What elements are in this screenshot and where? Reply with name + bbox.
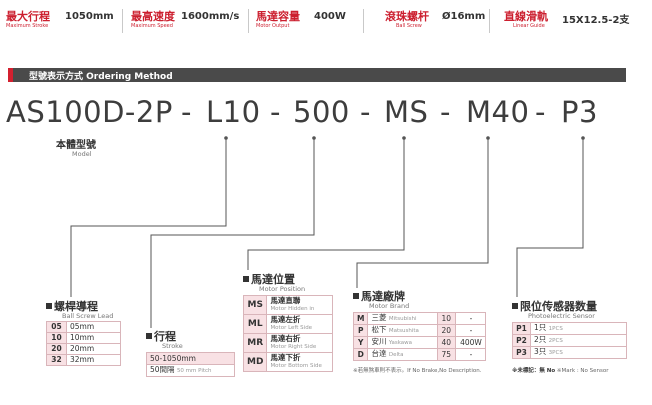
code-separator: - bbox=[440, 95, 451, 129]
body-model-label-en: Model bbox=[72, 150, 92, 158]
spec-value: Ø16mm bbox=[442, 11, 486, 22]
bullet-icon bbox=[353, 293, 359, 299]
lead-label: 螺桿導程 bbox=[46, 298, 98, 314]
motor-position-label: 馬達位置 bbox=[243, 271, 295, 287]
stroke-label: 行程 bbox=[146, 328, 176, 344]
table-row: 50-1050mm bbox=[146, 352, 235, 365]
section-title: 型號表示方式 Ordering Method bbox=[29, 72, 173, 82]
motor-brand-label-text: 馬達廠牌 bbox=[361, 290, 405, 303]
spec-label-en: Linear Guide bbox=[513, 23, 545, 29]
code-separator: - bbox=[360, 95, 371, 129]
section-header: 型號表示方式 Ordering Method bbox=[8, 68, 626, 82]
spec-label: 最大行程 bbox=[6, 10, 50, 23]
table-row: 50間隔 50 mm Pitch bbox=[146, 364, 235, 377]
spec-label: 最高速度 bbox=[131, 10, 175, 23]
sensor-label-text: 限位传感器数量 bbox=[520, 300, 597, 313]
code-separator: - bbox=[535, 95, 546, 129]
spec-label-en: Maximum Speed bbox=[131, 23, 173, 29]
spec-divider bbox=[122, 9, 123, 33]
bullet-icon bbox=[146, 333, 152, 339]
spec-value: 1050mm bbox=[65, 11, 114, 22]
spec-bar: 最大行程 Maximum Stroke 1050mm 最高速度 Maximum … bbox=[0, 0, 652, 44]
spec-label: 滾珠螺杆 bbox=[385, 10, 429, 23]
model-code: AS100D-2P - L10 - 500 - MS - M40 - P3 bbox=[0, 94, 652, 130]
code-sensor: P3 bbox=[561, 95, 598, 129]
spec-label-en: Ball Screw bbox=[396, 23, 422, 29]
motor-position-label-en: Motor Position bbox=[259, 285, 306, 293]
lead-label-text: 螺桿導程 bbox=[54, 300, 98, 313]
motor-position-label-text: 馬達位置 bbox=[251, 273, 295, 286]
lead-label-en: Ball Screw Lead bbox=[62, 312, 114, 320]
motor-brand-label: 馬達廠牌 bbox=[353, 288, 405, 304]
motor-brand-note: ※若無煞車則不表示。If No Brake,No Description. bbox=[353, 368, 482, 374]
code-motor-brand: M40 bbox=[466, 95, 530, 129]
spec-divider bbox=[489, 9, 490, 33]
spec-label-en: Maximum Stroke bbox=[6, 23, 49, 29]
sensor-label-en: Photoelectric Sensor bbox=[528, 312, 595, 320]
spec-value: 1600mm/s bbox=[181, 11, 240, 22]
code-lead: L10 bbox=[206, 95, 261, 129]
code-motor-position: MS bbox=[384, 95, 429, 129]
spec-divider bbox=[248, 9, 249, 33]
spec-label: 直線滑軌 bbox=[504, 10, 548, 23]
spec-label-en: Motor Output bbox=[256, 23, 290, 29]
code-separator: - bbox=[270, 95, 281, 129]
bullet-icon bbox=[46, 303, 52, 309]
sensor-label: 限位传感器数量 bbox=[512, 298, 597, 314]
spec-value: 15X12.5-2支 bbox=[562, 15, 630, 26]
spec-divider bbox=[363, 9, 364, 33]
stroke-label-text: 行程 bbox=[154, 330, 176, 343]
code-body-model: AS100D-2P bbox=[6, 95, 173, 129]
spec-value: 400W bbox=[314, 11, 346, 22]
body-model-label: 本體型號 bbox=[56, 140, 96, 151]
code-separator: - bbox=[181, 95, 192, 129]
stroke-label-en: Stroke bbox=[162, 342, 183, 350]
bullet-icon bbox=[512, 303, 518, 309]
motor-brand-label-en: Motor Brand bbox=[369, 302, 410, 310]
sensor-note: ※未標記：無 No ※Mark : No Sensor bbox=[512, 368, 609, 374]
stroke-table: 50-1050mm 50間隔 50 mm Pitch bbox=[146, 352, 235, 377]
spec-label: 馬達容量 bbox=[256, 10, 300, 23]
code-stroke: 500 bbox=[293, 95, 350, 129]
section-accent bbox=[8, 68, 13, 82]
bullet-icon bbox=[243, 276, 249, 282]
